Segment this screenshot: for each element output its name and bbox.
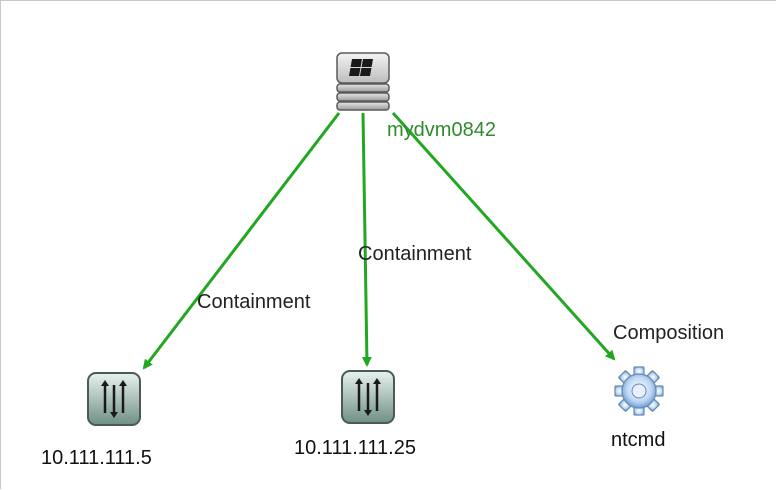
node-host[interactable] (334, 49, 392, 113)
node-ip1-label: 10.111.111.5 (41, 447, 152, 469)
edge-host-to-ntcmd[interactable] (391, 111, 616, 361)
ip-address-arrows-icon (87, 372, 141, 426)
node-ntcmd[interactable] (613, 365, 665, 417)
ip-address-arrows-icon (341, 370, 395, 424)
edge-host-to-ip1[interactable] (142, 112, 341, 370)
edge-label-containment-1: Containment (197, 291, 311, 313)
edge-label-containment-2: Containment (358, 243, 472, 265)
node-ntcmd-label: ntcmd (611, 429, 666, 451)
edge-host-to-ip2[interactable] (361, 112, 372, 367)
node-host-label: mydvm0842 (387, 119, 496, 141)
node-ip2[interactable] (340, 369, 396, 425)
node-ip1[interactable] (86, 371, 142, 427)
node-ip2-label: 10.111.111.25 (294, 437, 416, 459)
edge-label-composition: Composition (613, 322, 725, 344)
gear-icon (614, 366, 664, 416)
windows-server-stack-icon (336, 52, 390, 111)
